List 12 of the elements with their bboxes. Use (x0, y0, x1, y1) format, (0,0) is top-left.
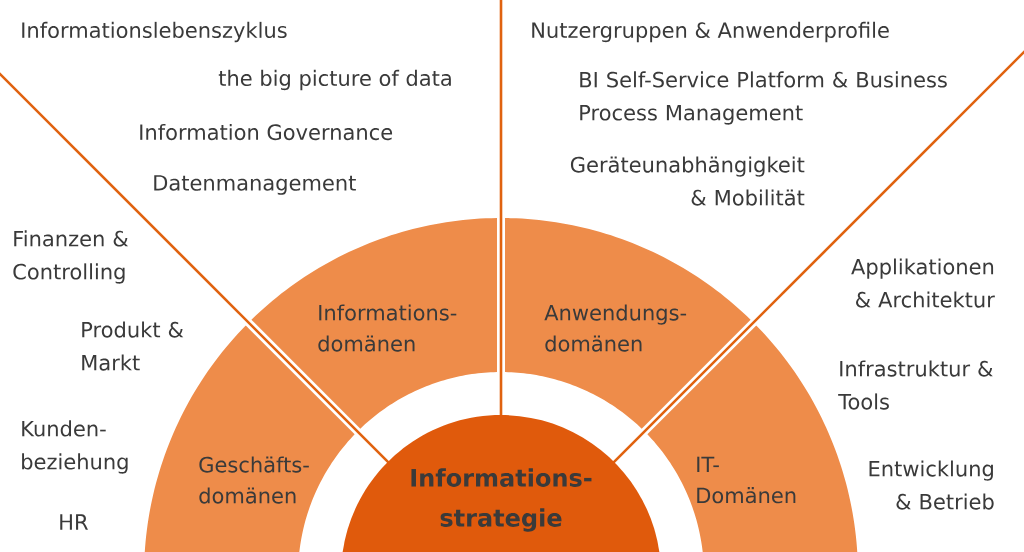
text-label: Informationslebenszyklus (22, 21, 287, 43)
ring-segment: Informations- domänen (251, 218, 497, 429)
text-label: Information Governance (140, 123, 393, 141)
text-label: Datenmanagement (154, 175, 356, 195)
text-label: Nutzergruppen & Anwenderprofile (532, 21, 889, 43)
text-label: Finanzen & Controlling (13, 230, 129, 284)
ring-segment: Anwendungs- domänen (505, 218, 751, 429)
text-label: the big picture of data (218, 69, 451, 91)
text-label: BI Self-Service Platform & Business Process Management (580, 71, 947, 125)
text-label: HR (60, 514, 88, 530)
text-label: Geräteunabhängigkeit & Mobilität (570, 156, 805, 206)
text-label: Applikationen & Architektur (851, 258, 995, 308)
